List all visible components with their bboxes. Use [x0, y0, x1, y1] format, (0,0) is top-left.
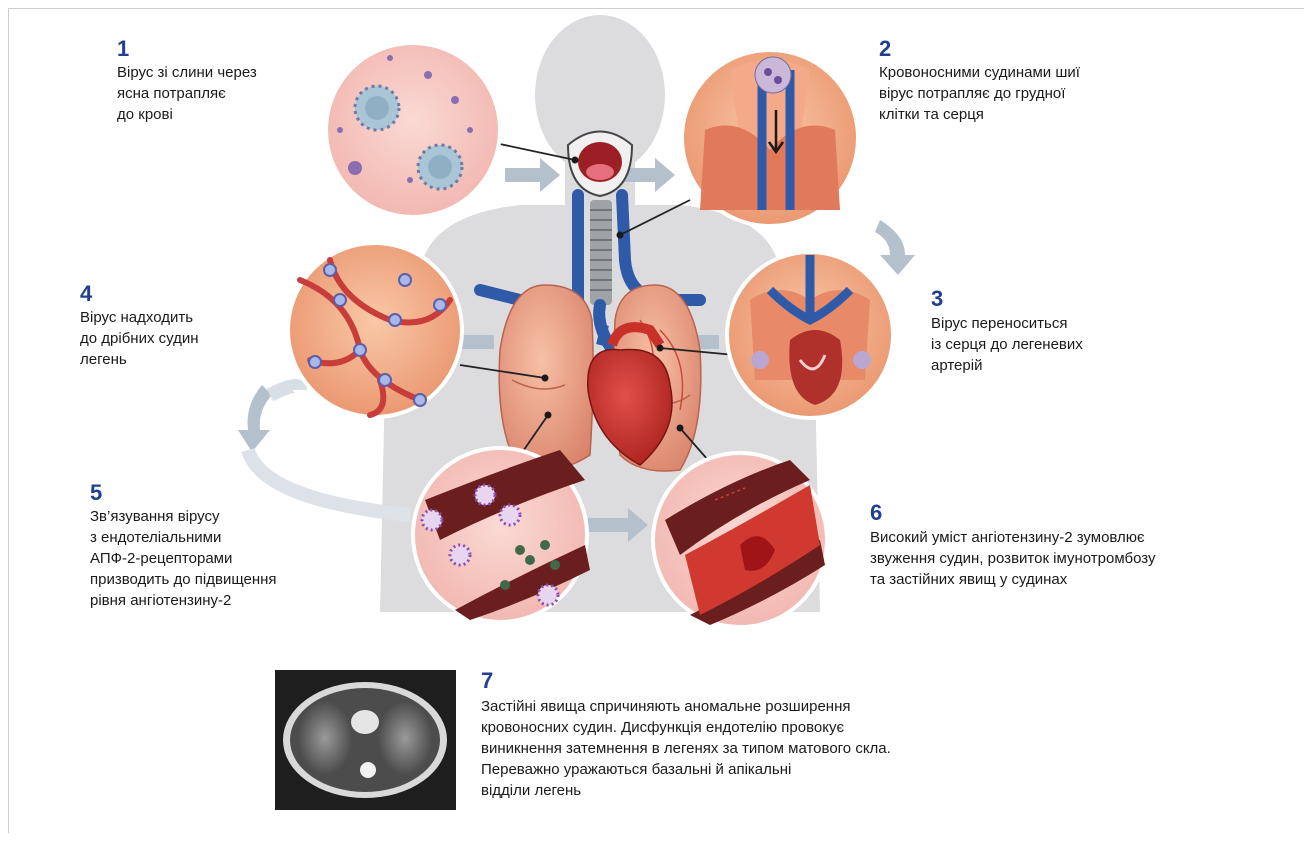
step-3-number: 3 — [931, 288, 943, 310]
circle-step-1 — [326, 43, 500, 217]
step-4-text: Вірус надходить до дрібних судин легень — [80, 307, 199, 370]
step-1-text: Вірус зі слини через ясна потрапляє до к… — [117, 62, 257, 125]
step-5-text: Зв’язування вірусу з ендотеліальними АПФ… — [90, 506, 277, 611]
circle-step-4 — [288, 243, 462, 417]
step-7-number: 7 — [481, 670, 493, 692]
step-4-number: 4 — [80, 283, 92, 305]
ct-scan-image — [275, 670, 456, 810]
trachea-icon — [590, 200, 612, 305]
step-3-text: Вірус переноситься із серця до легеневих… — [931, 313, 1083, 376]
step-1-number: 1 — [117, 38, 129, 60]
circle-step-5 — [413, 448, 590, 622]
step-2-number: 2 — [879, 38, 891, 60]
step-2-text: Кровоносними судинами шиї вірус потрапля… — [879, 62, 1080, 125]
step-6-number: 6 — [870, 502, 882, 524]
circle-step-6 — [653, 453, 827, 627]
virus-icon — [355, 86, 399, 130]
circle-step-2 — [682, 50, 858, 226]
virus-icon — [418, 145, 462, 189]
circle-step-3 — [727, 252, 893, 418]
step-7-text: Застійні явища спричиняють аномальне роз… — [481, 696, 891, 801]
step-5-number: 5 — [90, 482, 102, 504]
step-6-text: Високий уміст ангіотензину-2 зумовлює зв… — [870, 527, 1155, 590]
